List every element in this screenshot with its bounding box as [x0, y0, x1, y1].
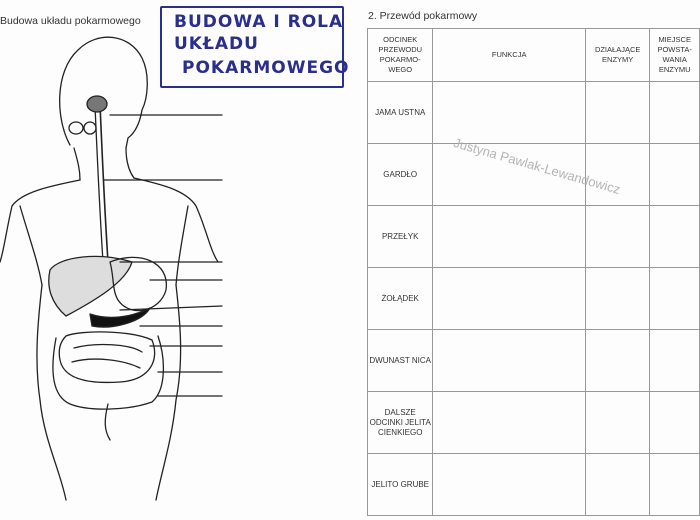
- header-function: FUNKCJA: [432, 28, 586, 82]
- arm-right-inner: [175, 205, 189, 286]
- table-header-row: ODCINEK PRZEWODU POKARMO-WEGO FUNKCJA DZ…: [366, 28, 700, 82]
- row-label: JELITO GRUBE: [366, 453, 434, 516]
- leader-line-5: [119, 305, 223, 311]
- table-row: DALSZE ODCINKI JELITA CIENKIEGO: [366, 391, 700, 454]
- title-box: BUDOWA I ROLA UKŁADU POKARMOWEGO: [160, 6, 348, 88]
- digestive-system-diagram: [0, 36, 223, 501]
- title-line-1: BUDOWA I ROLA: [174, 12, 344, 32]
- diagram-section-title: Budowa układu pokarmowego: [0, 15, 141, 27]
- rectum: [104, 403, 111, 441]
- row-label: ŻOŁĄDEK: [366, 267, 434, 330]
- large-intestine: [52, 335, 165, 410]
- torso-left: [0, 179, 81, 263]
- row-label: JAMA USTNA: [366, 81, 434, 144]
- function-cell[interactable]: [432, 391, 586, 454]
- title-line-2: UKŁADU: [174, 34, 259, 54]
- enzymes-cell[interactable]: [584, 205, 651, 268]
- function-cell[interactable]: [432, 267, 586, 330]
- waist-left: [36, 284, 67, 501]
- table-row: GARDŁO: [366, 143, 700, 206]
- header-enzyme-origin: MIEJSCE POWSTA-WANIA ENZYMU: [649, 28, 700, 82]
- mouth-left: [68, 121, 84, 135]
- enzymes-cell[interactable]: [584, 143, 651, 206]
- enzyme-origin-cell[interactable]: [649, 453, 700, 516]
- esophagus-inner: [94, 105, 104, 263]
- title-line-3: POKARMOWEGO: [182, 58, 350, 78]
- enzymes-cell[interactable]: [584, 329, 651, 392]
- neck-left: [73, 147, 81, 181]
- pancreas: [89, 307, 151, 328]
- enzymes-cell[interactable]: [584, 267, 651, 330]
- enzyme-origin-cell[interactable]: [649, 143, 700, 206]
- function-cell[interactable]: [432, 205, 586, 268]
- row-label: GARDŁO: [366, 143, 434, 206]
- enzyme-origin-cell[interactable]: [649, 391, 700, 454]
- small-intestine: [58, 331, 156, 384]
- header-segment: ODCINEK PRZEWODU POKARMO-WEGO: [366, 28, 434, 82]
- row-label: DWUNAST NICA: [366, 329, 434, 392]
- function-cell[interactable]: [432, 453, 586, 516]
- enzyme-origin-cell[interactable]: [649, 267, 700, 330]
- arm-left-inner: [19, 205, 43, 286]
- enzymes-cell[interactable]: [584, 391, 651, 454]
- neck-right: [125, 147, 135, 179]
- intestine-coil-1: [73, 343, 143, 353]
- digestive-tract-table: ODCINEK PRZEWODU POKARMO-WEGO FUNKCJA DZ…: [366, 28, 700, 516]
- table-section-title: 2. Przewód pokarmowy: [368, 10, 478, 22]
- table-row: JAMA USTNA: [366, 81, 700, 144]
- row-label: DALSZE ODCINKI JELITA CIENKIEGO: [366, 391, 434, 454]
- enzymes-cell[interactable]: [584, 453, 651, 516]
- table-row: PRZEŁYK: [366, 205, 700, 268]
- enzyme-origin-cell[interactable]: [649, 81, 700, 144]
- mouth-right: [83, 121, 97, 135]
- function-cell[interactable]: [432, 143, 586, 206]
- esophagus: [99, 103, 109, 263]
- liver: [48, 255, 133, 317]
- intestine-coil-2: [71, 358, 141, 369]
- table-row: ŻOŁĄDEK: [366, 267, 700, 330]
- enzyme-origin-cell[interactable]: [649, 205, 700, 268]
- row-label: PRZEŁYK: [366, 205, 434, 268]
- enzymes-cell[interactable]: [584, 81, 651, 144]
- torso-right: [133, 177, 219, 263]
- enzyme-origin-cell[interactable]: [649, 329, 700, 392]
- head-outline: [59, 36, 148, 149]
- salivary-gland: [86, 95, 108, 113]
- waist-right: [155, 284, 182, 501]
- header-enzymes: DZIAŁAJĄCE ENZYMY: [584, 28, 651, 82]
- table-row: JELITO GRUBE: [366, 453, 700, 516]
- table-row: DWUNAST NICA: [366, 329, 700, 392]
- function-cell[interactable]: [432, 329, 586, 392]
